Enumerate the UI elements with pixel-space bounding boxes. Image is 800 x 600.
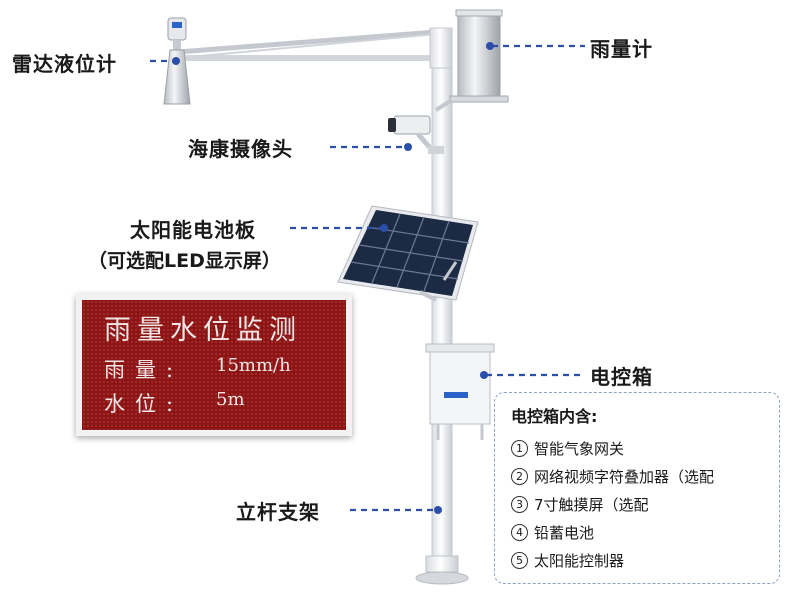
radar-level-gauge-label: 雷达液位计 [12,52,117,76]
item-text: 网络视频字符叠加器（选配 [534,468,715,486]
control-box-contents: 电控箱内含: 1 智能气象网关 2 网络视频字符叠加器（选配 3 7寸触摸屏（选配 4… [494,392,780,584]
rain-gauge [434,9,509,112]
hikvision-camera [388,115,444,154]
item-number: 2 [511,468,528,485]
item-number: 4 [511,524,528,541]
led-rain-row: 雨量: 15mm/h [104,354,291,384]
leader-dots [172,42,494,514]
led-water-label: 水位: [104,392,184,416]
item-text: 太阳能控制器 [534,552,625,570]
item-number: 3 [511,496,528,513]
led-water-value: 5m [216,389,245,410]
led-title: 雨量水位监测 [104,315,302,346]
led-display: 雨量水位监测 雨量: 15mm/h 水位: 5m [76,294,352,436]
item-text: 铅蓄电池 [534,524,595,542]
list-item: 2 网络视频字符叠加器（选配 [511,463,714,491]
led-screen: 雨量水位监测 雨量: 15mm/h 水位: 5m [82,300,346,430]
solar-panel-label: 太阳能电池板 [130,218,256,242]
cross-arm [177,27,453,69]
solar-panel-option-label: （可选配LED显示屏） [88,250,281,272]
pole-mount-label: 立杆支架 [236,500,320,524]
item-text: 智能气象网关 [534,440,625,458]
control-box-label: 电控箱 [590,365,653,389]
control-box-contents-title: 电控箱内含: [511,407,598,426]
rain-gauge-label: 雨量计 [590,37,653,61]
item-number: 1 [511,440,528,457]
list-item: 5 太阳能控制器 [511,547,714,575]
list-item: 4 铅蓄电池 [511,519,714,547]
item-number: 5 [511,552,528,569]
item-text: 7寸触摸屏（选配 [534,496,649,514]
leader-lines [150,44,585,512]
list-item: 3 7寸触摸屏（选配 [511,491,714,519]
list-item: 1 智能气象网关 [511,435,714,463]
led-water-row: 水位: 5m [104,388,245,418]
led-rain-value: 15mm/h [216,355,291,376]
hikvision-camera-label: 海康摄像头 [188,137,293,161]
radar-level-gauge [163,17,191,105]
control-box [425,343,495,440]
led-rain-label: 雨量: [104,358,184,382]
solar-panel [337,205,479,302]
main-pole [415,59,469,585]
